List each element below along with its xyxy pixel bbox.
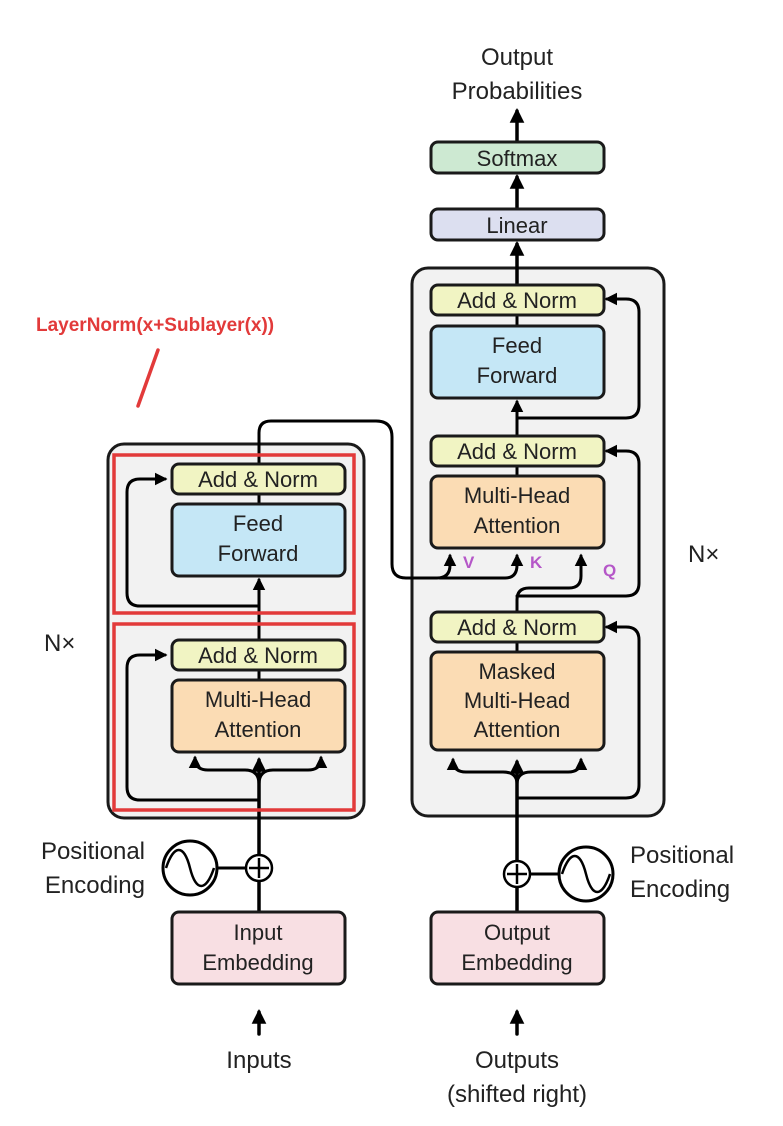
decoder-residual-1 <box>515 620 641 800</box>
decoder-mask-fork-left <box>446 757 519 786</box>
encoder-add-norm-bottom-label: Add & Norm <box>198 643 318 668</box>
decoder-feed-forward-box <box>429 324 606 400</box>
input-embedding-label-2: Embedding <box>202 950 313 975</box>
decoder-positional-label-2: Encoding <box>630 876 730 903</box>
softmax-label: Softmax <box>477 146 558 171</box>
annotation-pointer <box>136 348 160 408</box>
decoder-positional-label-1: Positional <box>630 842 734 869</box>
decoder-masked-attention-box <box>429 650 606 752</box>
decoder-feed-forward-label-2: Forward <box>477 363 558 388</box>
v-label: V <box>463 553 475 572</box>
highlight-attn-sublayer <box>112 622 356 812</box>
encoder-add-norm-top-label: Add & Norm <box>198 467 318 492</box>
decoder-cross-attention-box <box>429 474 606 550</box>
softmax-box <box>429 140 606 175</box>
output-embedding-label-2: Embedding <box>461 950 572 975</box>
inputs-label: Inputs <box>226 1047 291 1074</box>
q-label: Q <box>603 561 616 580</box>
encoder-positional-label-1: Positional <box>41 838 145 865</box>
output-probabilities-label-1: Output <box>481 44 553 71</box>
encoder-attention-label-1: Multi-Head <box>205 687 311 712</box>
encoder-positional-label-2: Encoding <box>45 872 145 899</box>
encoder-attention-box <box>170 678 347 754</box>
decoder-cross-attention-label-1: Multi-Head <box>464 483 570 508</box>
encoder-add-norm-top-box <box>170 462 347 496</box>
encoder-residual-1 <box>125 648 261 802</box>
encoder-output-wire-k <box>438 553 524 580</box>
decoder-cross-attention-label-2: Attention <box>474 513 561 538</box>
linear-box <box>429 207 606 242</box>
decoder-feed-forward-label-1: Feed <box>492 333 542 358</box>
input-embedding-label-1: Input <box>234 920 283 945</box>
encoder-stack <box>106 442 366 820</box>
decoder-residual-2 <box>515 444 641 598</box>
linear-label: Linear <box>486 213 547 238</box>
decoder-add-norm-mid-label: Add & Norm <box>457 439 577 464</box>
decoder-residual-3 <box>515 292 641 420</box>
decoder-add-norm-bottom-box <box>429 610 606 644</box>
decoder-masked-attention-label-3: Attention <box>474 717 561 742</box>
output-probabilities-label-2: Probabilities <box>452 78 583 105</box>
encoder-attn-fork <box>188 755 261 786</box>
decoder-pe-wave <box>560 854 612 894</box>
decoder-masked-attention-label-1: Masked <box>478 659 555 684</box>
encoder-attention-label-2: Attention <box>215 717 302 742</box>
encoder-feed-forward-box <box>170 502 347 578</box>
encoder-repeat-label: N× <box>44 630 75 657</box>
decoder-masked-attention-label-2: Multi-Head <box>464 688 570 713</box>
outputs-label-2: (shifted right) <box>447 1081 587 1108</box>
annotation-label: LayerNorm(x+Sublayer(x)) <box>36 315 274 336</box>
encoder-attn-fork-right <box>257 755 328 786</box>
encoder-add-norm-bottom-box <box>170 638 347 672</box>
decoder-mask-fork-right <box>515 757 588 786</box>
outputs-label-1: Outputs <box>475 1047 559 1074</box>
output-embedding-box <box>429 910 606 986</box>
decoder-add-norm-bottom-label: Add & Norm <box>457 615 577 640</box>
highlight-ffn-sublayer <box>112 453 356 615</box>
decoder-add-norm-top-box <box>429 283 606 317</box>
encoder-residual-2 <box>125 472 261 608</box>
encoder-feed-forward-label-2: Forward <box>218 541 299 566</box>
encoder-pe-wave <box>164 848 216 888</box>
decoder-add-norm-top-label: Add & Norm <box>457 288 577 313</box>
encoder-feed-forward-label-1: Feed <box>233 511 283 536</box>
input-embedding-box <box>170 910 347 986</box>
decoder-repeat-label: N× <box>688 541 719 568</box>
output-embedding-label-1: Output <box>484 920 550 945</box>
k-label: K <box>530 553 543 572</box>
decoder-add-norm-mid-box <box>429 434 606 468</box>
